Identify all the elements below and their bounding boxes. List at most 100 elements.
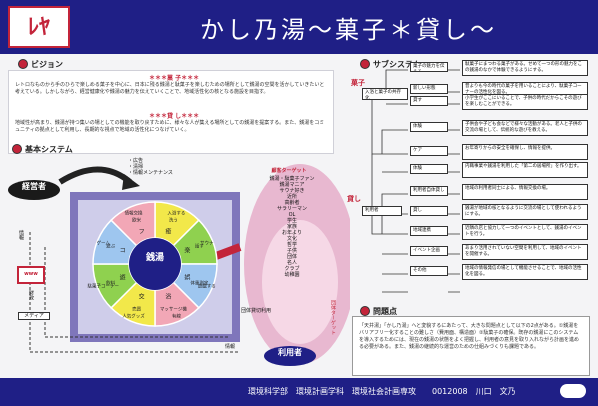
page-title: かし乃湯～菓子＊貸し～ [200, 16, 497, 44]
subsystem-group-box: 利用者自体貸し [410, 186, 448, 196]
group-rental-label: 団体貸切利用 [240, 308, 271, 314]
wheel-outer-label: 入浴する [167, 209, 185, 216]
subsystem-root2-label: 貸し [347, 195, 361, 203]
target-item: OL [288, 212, 296, 218]
target-item: 高齢者 [284, 200, 300, 206]
subsystem-group-box: イベント企画 [410, 246, 448, 256]
wheel-outer-label: 欧米 [132, 217, 141, 224]
wheel-outer-label: マッサージ機 [160, 305, 187, 312]
subsystem-root-box: 入浴と菓子の共存化 [362, 88, 408, 100]
subsystem-group-box: 貸す [410, 96, 448, 106]
target-item: 子供 [286, 248, 297, 254]
tree-connectors [371, 69, 460, 293]
section-label-subsystem: サブシステム [360, 58, 421, 70]
target-heading: 顧客ターゲット [271, 168, 307, 174]
wheel-outer-label: 人気グッズ [122, 313, 145, 320]
subsystem-group-box: 新しい形態 [410, 84, 448, 94]
media-label: メディア [18, 312, 50, 320]
user-label: 利用者 [278, 348, 302, 357]
user-node [264, 346, 316, 366]
operator-arrow-head [122, 174, 140, 190]
wheel-inner-label: 浴 [165, 292, 171, 300]
subsystem-description-box: 小学生がここにいることで、子供の時代だからこその遊びを楽しむことができる。 [462, 94, 588, 110]
vision-paragraph-2: 地域性が高まり、銭湯が持つ集いの場としての機能を取り戻すために、様々な人が集える… [15, 120, 325, 133]
wheel-outer-label: サウナ [200, 240, 214, 247]
problem-box: 「天井湯」「かし乃湯」へと変貌するにあたって、大きな問題点として以下の2点がある… [352, 316, 590, 376]
wheel-inner-label: フ [139, 229, 145, 236]
target-item: 銭湯マニア [279, 182, 305, 188]
wheel-inner-label: 娯 [184, 273, 190, 281]
target-list: 銭湯・駄菓子ファン 銭湯マニア サウナ好き 近所 高齢者 サラリーマン OL 学… [264, 176, 320, 278]
vision-paragraph-1: レトロなものから手のひらで楽しめる菓子を中心に、日本に残る銭湯と駄菓子を楽しむた… [15, 82, 325, 95]
subsystem-root-label: 菓子 [351, 79, 365, 87]
wheel-center-label: 銭湯 [145, 253, 164, 263]
target-item: サウナ好き [279, 188, 305, 194]
subsystem-group-box: その他 [410, 266, 448, 276]
subsystem-description-box: 地域の情報発信の場として機能させることで、地域の活性化を図る。 [462, 264, 588, 280]
vision-heading-2: ＊＊＊貸 し＊＊＊ [149, 113, 200, 120]
subsystem-description-box: 地域の利用者同士による、情報交換の場。 [462, 184, 588, 200]
subsystem-tree [371, 69, 460, 293]
target-item: 名人 [286, 260, 297, 266]
subsystem-root2-box: 利用者 [362, 206, 402, 216]
wheel-inner-label: 癒 [165, 228, 171, 236]
section-label-problem: 問題点 [360, 305, 397, 317]
wheel-outer-label: 遊ぶ [106, 243, 115, 250]
footer-button[interactable] [560, 384, 586, 398]
bullet-icon [360, 59, 370, 69]
wheel-outer-label: 駄菓子コーナー [88, 282, 120, 289]
secondary-target-label: 団体ターゲット [330, 300, 336, 335]
wheel-outer-label: 飲料 [106, 279, 115, 286]
target-item: 家族 [286, 224, 297, 230]
target-item: 幼稚園 [284, 272, 300, 278]
bullet-icon [12, 144, 22, 154]
wheel-outer-label: 情報交換 [125, 209, 143, 216]
www-label: www [24, 271, 38, 277]
wheel-outer-label: ゲーム [97, 240, 111, 247]
operator-arrow [58, 166, 132, 185]
wheel-inner-label: 遊 [120, 273, 126, 281]
wheel-outer-label: 有線 [172, 313, 181, 320]
bullet-icon [360, 306, 370, 316]
section-label-basic: 基本システム [12, 143, 73, 155]
section-title-problem: 問題点 [373, 306, 397, 316]
subsystem-group-box: 地域連携 [410, 226, 448, 236]
wheel-outer-label: 話す [195, 243, 204, 250]
bullet-icon [18, 59, 28, 69]
footer-bar: 環境科学部 環境計画学科 環境社会計画専攻 0012008 川口 文乃 [0, 378, 598, 406]
target-item: 近所 [286, 194, 297, 200]
target-item: 学生 [286, 218, 297, 224]
subsystem-description-box: 内職事業や銭湯を利用した「第二の居場所」を作り出す。 [462, 162, 588, 178]
section-title-basic: 基本システム [25, 144, 73, 154]
target-item: サラリーマン [276, 206, 307, 212]
subsystem-group-box: ケア [410, 146, 448, 156]
header-bar: ﾚﾔ かし乃湯～菓子＊貸し～ [0, 0, 598, 54]
target-item: お年より [282, 230, 302, 236]
subsystem-description-box: 駄菓子にまつわる菓子がある。せめて一つの形の魅力をこの銭湯のなかで体験できるよう… [462, 60, 588, 76]
target-item: クラブ [284, 266, 300, 272]
wheel-inner-label: 楽 [184, 247, 190, 255]
subsystem-description-box: 近隣の店と協力して一つのイベントとして、銭湯のイベントを行う。 [462, 224, 588, 240]
subsystem-group-box: 体験 [410, 122, 448, 132]
top-list: ・広告 ・清掃 ・情報メンテナンス [128, 158, 173, 176]
subsystem-description-box: 銭湯が地域の核となるように交流の場として使われるようにする。 [462, 204, 588, 220]
wheel-inner-label: 交 [139, 292, 145, 300]
target-item: 哲学 [286, 242, 297, 248]
section-label-vision: ビジョン [18, 58, 63, 70]
footer-credits: 環境科学部 環境計画学科 環境社会計画専攻 0012008 川口 文乃 [248, 387, 516, 396]
top-list-item: ・広告 [128, 158, 144, 164]
operator-node [8, 180, 60, 200]
operator-label: 経営者 [22, 182, 46, 191]
subsystem-description-box: お年寄りからの安全を確保し、情報を提供。 [462, 144, 588, 160]
wheel-center [129, 238, 181, 290]
subsystem-description-box: あまり活用されていない空間を利用して、地域のイベントを開催する。 [462, 244, 588, 260]
target-item: 文化 [286, 236, 297, 242]
subsystem-group-box: 菓子の魅力を伝える [410, 62, 448, 72]
logo: ﾚﾔ [8, 6, 70, 48]
top-list-item: ・清掃 [128, 164, 144, 170]
subsystem-group-box: 貸し [410, 206, 448, 216]
problem-text: 「天井湯」「かし乃湯」へと変貌するにあたって、大きな問題点として以下の2点がある… [359, 323, 580, 350]
wheel-outer-label: 売買 [132, 305, 141, 312]
subsystem-group-box: 体験 [410, 164, 448, 174]
